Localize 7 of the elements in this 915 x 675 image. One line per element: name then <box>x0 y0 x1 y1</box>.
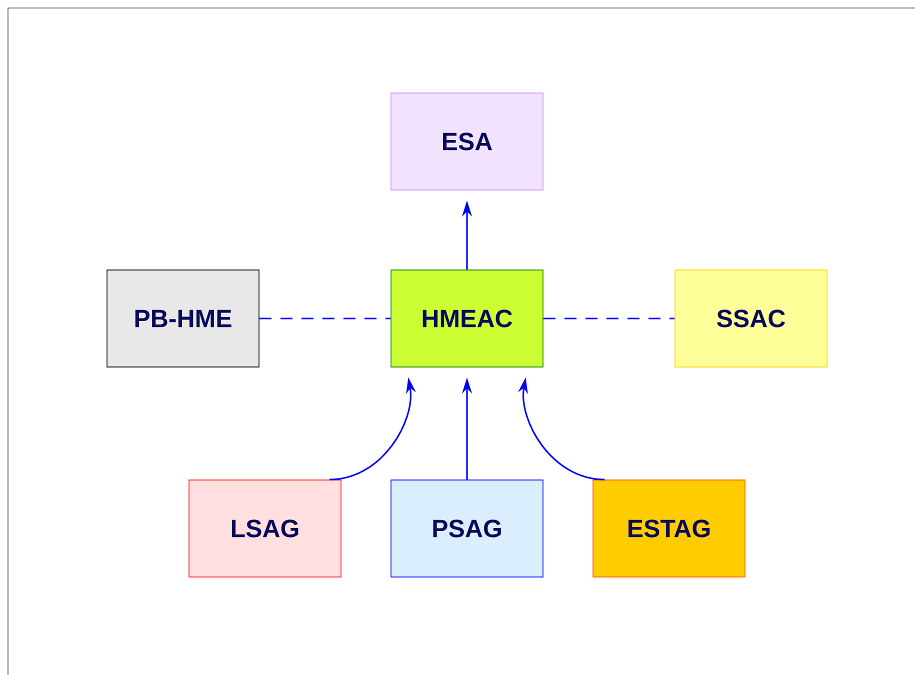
process-box: PSAG <box>390 480 544 578</box>
process-box: SSAC <box>674 270 828 368</box>
process-box: LSAG <box>188 480 342 578</box>
process-box: ESTAG <box>592 480 746 578</box>
process-box: ESA <box>390 92 544 190</box>
process-box: HMEAC <box>390 270 544 368</box>
process-box: PB-HME <box>106 270 260 368</box>
